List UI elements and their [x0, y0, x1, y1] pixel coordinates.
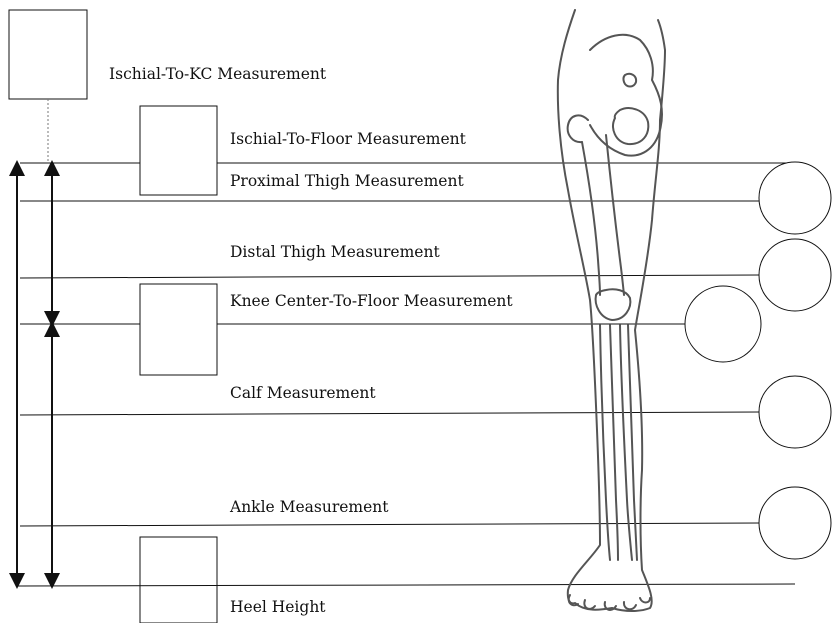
distal-thigh-circle: [759, 239, 831, 311]
ischial-to-floor-box: [140, 106, 217, 195]
ischial-to-kc-box: [9, 10, 87, 99]
ankle-line: [20, 523, 760, 526]
knee-circle: [685, 286, 761, 362]
distal-thigh-line: [20, 275, 760, 278]
heel-height-box: [140, 537, 217, 623]
distal-thigh-label: Distal Thigh Measurement: [230, 245, 440, 261]
ankle-circle: [759, 487, 831, 559]
ischial-to-kc-label: Ischial-To-KC Measurement: [109, 67, 326, 83]
calf-line: [20, 412, 760, 415]
ankle-label: Ankle Measurement: [230, 500, 389, 516]
proximal-thigh-circle: [759, 162, 831, 234]
leg-skeleton-illustration: [558, 10, 665, 611]
proximal-thigh-label: Proximal Thigh Measurement: [230, 174, 464, 190]
ischial-to-floor-label: Ischial-To-Floor Measurement: [230, 132, 466, 148]
knee-center-to-floor-label: Knee Center-To-Floor Measurement: [230, 294, 513, 310]
heel-height-label: Heel Height: [230, 600, 326, 616]
floor-line: [18, 584, 795, 586]
calf-label: Calf Measurement: [230, 386, 376, 402]
calf-circle: [759, 376, 831, 448]
knee-center-to-floor-box: [140, 284, 217, 375]
